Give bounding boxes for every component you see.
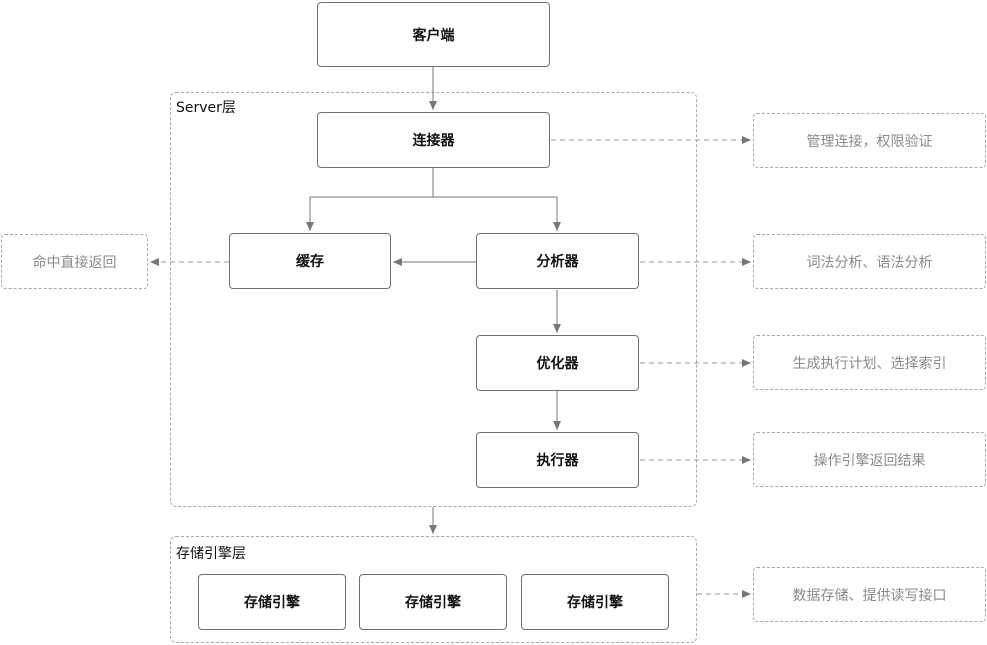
analyzer-node-label: 分析器 <box>536 254 579 270</box>
cache-node-label: 缓存 <box>296 254 324 270</box>
storage-note: 数据存储、提供读写接口 <box>753 567 986 622</box>
server-layer-label: Server层 <box>176 100 236 116</box>
cache-node: 缓存 <box>229 233 391 289</box>
optimizer-node-label: 优化器 <box>536 356 579 372</box>
storage-note-text: 数据存储、提供读写接口 <box>792 587 947 604</box>
storage-engine-layer-label: 存储引擎层 <box>176 546 246 562</box>
connector-note-text: 管理连接，权限验证 <box>806 133 933 150</box>
storage-engine-layer <box>170 536 697 643</box>
analyzer-node: 分析器 <box>476 233 639 289</box>
connector-node: 连接器 <box>317 112 550 168</box>
cache-note-text: 命中直接返回 <box>32 254 117 271</box>
optimizer-node: 优化器 <box>476 335 639 391</box>
executor-note-text: 操作引擎返回结果 <box>813 452 926 469</box>
storage-engine-3: 存储引擎 <box>521 574 669 630</box>
connector-node-label: 连接器 <box>412 133 455 149</box>
connector-note: 管理连接，权限验证 <box>753 113 986 168</box>
client-node: 客户端 <box>317 2 550 67</box>
storage-engine-2: 存储引擎 <box>359 574 507 630</box>
optimizer-note: 生成执行计划、选择索引 <box>753 335 986 390</box>
cache-note: 命中直接返回 <box>1 234 148 289</box>
storage-engine-1-label: 存储引擎 <box>244 595 300 611</box>
executor-note: 操作引擎返回结果 <box>753 432 986 487</box>
storage-engine-3-label: 存储引擎 <box>567 595 623 611</box>
optimizer-note-text: 生成执行计划、选择索引 <box>792 355 947 372</box>
client-node-label: 客户端 <box>412 27 455 44</box>
executor-node: 执行器 <box>476 432 639 488</box>
executor-node-label: 执行器 <box>536 453 579 469</box>
analyzer-note-text: 词法分析、语法分析 <box>806 254 933 271</box>
storage-engine-1: 存储引擎 <box>198 574 346 630</box>
analyzer-note: 词法分析、语法分析 <box>753 234 986 289</box>
storage-engine-2-label: 存储引擎 <box>405 595 461 611</box>
